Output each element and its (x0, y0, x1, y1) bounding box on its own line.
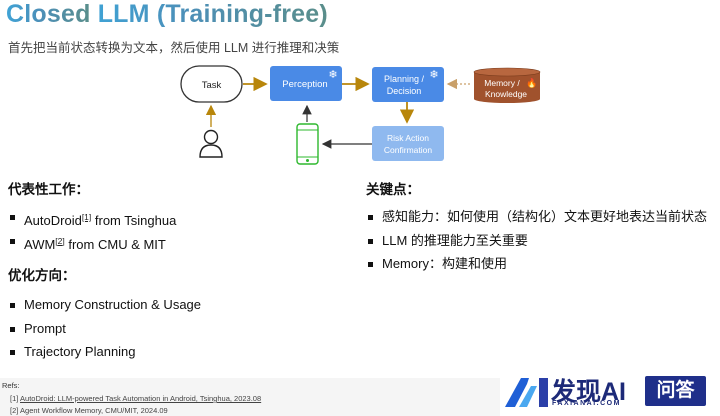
user-icon (199, 129, 223, 158)
list-item: Memory Construction & Usage (8, 296, 201, 320)
memory-label-line2: Knowledge (485, 89, 527, 99)
snowflake-icon: ❄ (328, 69, 337, 81)
reference-item[interactable]: [1] AutoDroid: LLM-powered Task Automati… (10, 394, 261, 403)
brand-logo-subtext: FAXIANAI.COM (552, 400, 621, 407)
title-prefix: Closed (6, 0, 91, 28)
references-panel (0, 378, 500, 416)
work-name: AutoDroid (24, 213, 82, 228)
planning-label-line2: Decision (387, 86, 422, 96)
planning-node (372, 67, 444, 102)
phone-icon (296, 123, 319, 165)
task-label: Task (202, 80, 222, 91)
references-label: Refs: (2, 381, 20, 390)
task-node (180, 65, 243, 103)
list-item: AWM[2] from CMU & MIT (8, 232, 176, 256)
memory-label-line1: Memory / (484, 78, 520, 88)
brand-logo-text: 发现AI (551, 378, 627, 406)
reference-text: Agent Workflow Memory, CMU/MIT, 2024.09 (20, 406, 168, 415)
list-item: Memory：构建和使用 (366, 255, 707, 279)
reference-text: AutoDroid: LLM-powered Task Automation i… (20, 394, 262, 403)
page-title: Closed LLM (Training-free) (6, 0, 328, 29)
fire-icon: 🔥 (526, 77, 537, 88)
work-org: from CMU & MIT (64, 236, 166, 252)
list-item: Prompt (8, 320, 201, 344)
list-item: AutoDroid[1] from Tsinghua (8, 208, 176, 232)
risk-label-line1: Risk Action (387, 133, 429, 143)
key-points-list: 感知能力：如何使用（结构化）文本更好地表达当前状态 LLM 的推理能力至关重要 … (366, 208, 707, 279)
qa-badge[interactable]: 问答 (645, 376, 706, 406)
list-item: Trajectory Planning (8, 343, 201, 367)
work-org: from Tsinghua (91, 213, 177, 228)
work-name: AWM (24, 236, 56, 252)
list-item: 感知能力：如何使用（结构化）文本更好地表达当前状态 (366, 208, 707, 232)
page-subtitle: 首先把当前状态转换为文本，然后使用 LLM 进行推理和决策 (8, 41, 340, 55)
ref-link[interactable]: [2] (55, 235, 65, 246)
snowflake-icon: ❄ (429, 69, 438, 81)
ref-link[interactable]: [1] (81, 212, 92, 222)
risk-label-line2: Confirmation (384, 145, 432, 155)
representative-works-heading: 代表性工作： (8, 182, 89, 197)
perception-node (270, 66, 342, 101)
optimization-list: Memory Construction & Usage Prompt Traje… (8, 296, 201, 367)
workflow-diagram: Task Perception ❄ Planning / Decision ❄ … (180, 65, 541, 165)
title-rest: LLM (Training-free) (90, 0, 328, 28)
reference-item[interactable]: [2] Agent Workflow Memory, CMU/MIT, 2024… (10, 406, 168, 415)
list-item: LLM 的推理能力至关重要 (366, 232, 707, 256)
reference-number: [2] (10, 406, 21, 415)
reference-number: [1] (10, 394, 21, 403)
representative-works-list: AutoDroid[1] from Tsinghua AWM[2] from C… (8, 208, 176, 255)
perception-label: Perception (282, 79, 327, 90)
optimization-heading: 优化方向： (8, 268, 76, 283)
memory-node (473, 67, 541, 103)
key-points-heading: 关键点： (366, 182, 420, 197)
brand-logo-icon (505, 378, 548, 407)
risk-confirmation-node (372, 126, 444, 161)
planning-label-line1: Planning / (384, 74, 425, 84)
